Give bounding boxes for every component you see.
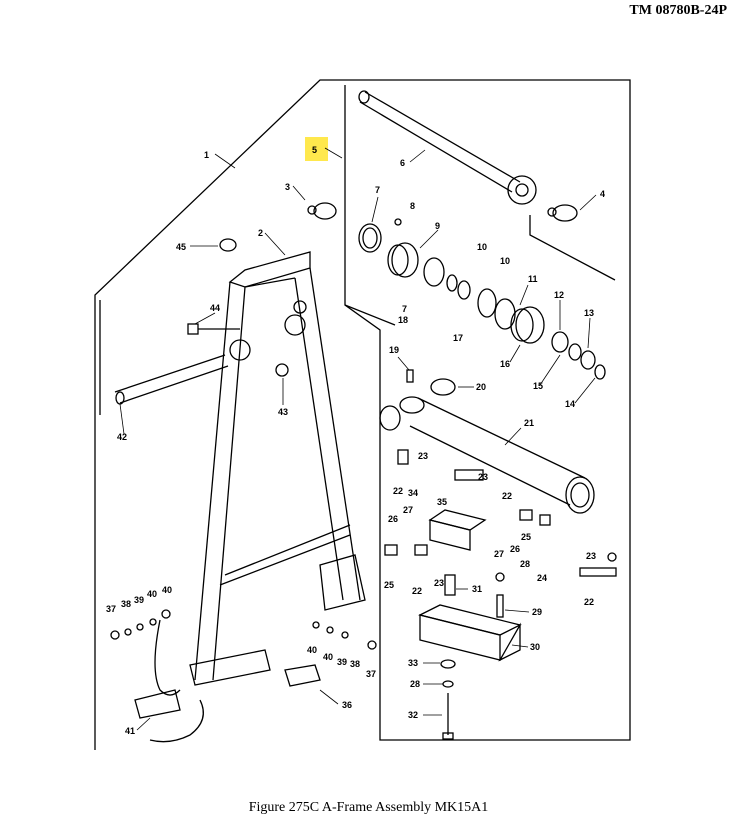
callout-5: 5 [312, 145, 317, 155]
bolt-44 [187, 323, 240, 335]
callout-13: 13 [584, 308, 594, 318]
callout-27a: 27 [403, 505, 413, 515]
callout-37b: 37 [366, 669, 376, 679]
hydraulic-cylinder [379, 369, 595, 514]
callout-34: 34 [408, 488, 418, 498]
callout-35: 35 [437, 497, 447, 507]
callout-43: 43 [278, 407, 288, 417]
callout-27b: 27 [494, 549, 504, 559]
support-channel [418, 604, 522, 740]
callout-26a: 26 [388, 514, 398, 524]
cylinder-pin [358, 90, 537, 205]
callout-labels: 1 2 3 4 5 6 7 7 8 9 10 10 11 12 13 14 15… [106, 145, 605, 736]
callout-25b: 25 [384, 580, 394, 590]
callout-22b: 22 [502, 491, 512, 501]
callout-33: 33 [408, 658, 418, 668]
fitting-45 [219, 238, 237, 252]
callout-14: 14 [565, 399, 575, 409]
callout-38b: 38 [350, 659, 360, 669]
callout-40a: 40 [147, 589, 157, 599]
shackle-left [307, 202, 337, 220]
callout-40d: 40 [323, 652, 333, 662]
callout-7b: 7 [402, 304, 407, 314]
shaft [114, 354, 289, 405]
callout-23d: 23 [586, 551, 596, 561]
callout-18: 18 [398, 315, 408, 325]
callout-22d: 22 [584, 597, 594, 607]
lower-hardware [110, 609, 377, 743]
callout-32: 32 [408, 710, 418, 720]
callout-25a: 25 [521, 532, 531, 542]
valve-block [384, 449, 617, 618]
callout-28a: 28 [520, 559, 530, 569]
callout-6: 6 [400, 158, 405, 168]
callout-1: 1 [204, 150, 209, 160]
callout-28b: 28 [410, 679, 420, 689]
callout-39b: 39 [337, 657, 347, 667]
callout-10b: 10 [500, 256, 510, 266]
callout-19: 19 [389, 345, 399, 355]
callout-15: 15 [533, 381, 543, 391]
callout-38a: 38 [121, 599, 131, 609]
diagram-border [94, 79, 631, 750]
callout-2: 2 [258, 228, 263, 238]
callout-11: 11 [528, 274, 538, 284]
callout-26b: 26 [510, 544, 520, 554]
callout-42: 42 [117, 432, 127, 442]
callout-17: 17 [453, 333, 463, 343]
callout-40c: 40 [307, 645, 317, 655]
callout-16: 16 [500, 359, 510, 369]
callout-23a: 23 [418, 451, 428, 461]
figure-caption: Figure 275C A-Frame Assembly MK15A1 [248, 800, 489, 815]
callout-highlight [305, 137, 328, 161]
callout-12: 12 [554, 290, 564, 300]
leader-lines [119, 147, 597, 731]
a-frame [189, 251, 366, 686]
callout-23c: 23 [434, 578, 444, 588]
callout-24: 24 [537, 573, 547, 583]
callout-22a: 22 [393, 486, 403, 496]
callout-20: 20 [476, 382, 486, 392]
callout-21: 21 [524, 418, 534, 428]
callout-31: 31 [472, 584, 482, 594]
callout-10a: 10 [477, 242, 487, 252]
callout-8: 8 [410, 201, 415, 211]
callout-37a: 37 [106, 604, 116, 614]
shackle-right [547, 204, 578, 222]
callout-29: 29 [532, 607, 542, 617]
callout-45: 45 [176, 242, 186, 252]
callout-36: 36 [342, 700, 352, 710]
callout-3: 3 [285, 182, 290, 192]
callout-39a: 39 [134, 595, 144, 605]
callout-30: 30 [530, 642, 540, 652]
callout-40b: 40 [162, 585, 172, 595]
callout-41: 41 [125, 726, 135, 736]
callout-22c: 22 [412, 586, 422, 596]
callout-44: 44 [210, 303, 220, 313]
callout-23b: 23 [478, 472, 488, 482]
document-id: TM 08780B-24P [629, 3, 727, 18]
callout-7a: 7 [375, 185, 380, 195]
callout-9: 9 [435, 221, 440, 231]
callout-4: 4 [600, 189, 605, 199]
seal-kit [358, 218, 606, 380]
